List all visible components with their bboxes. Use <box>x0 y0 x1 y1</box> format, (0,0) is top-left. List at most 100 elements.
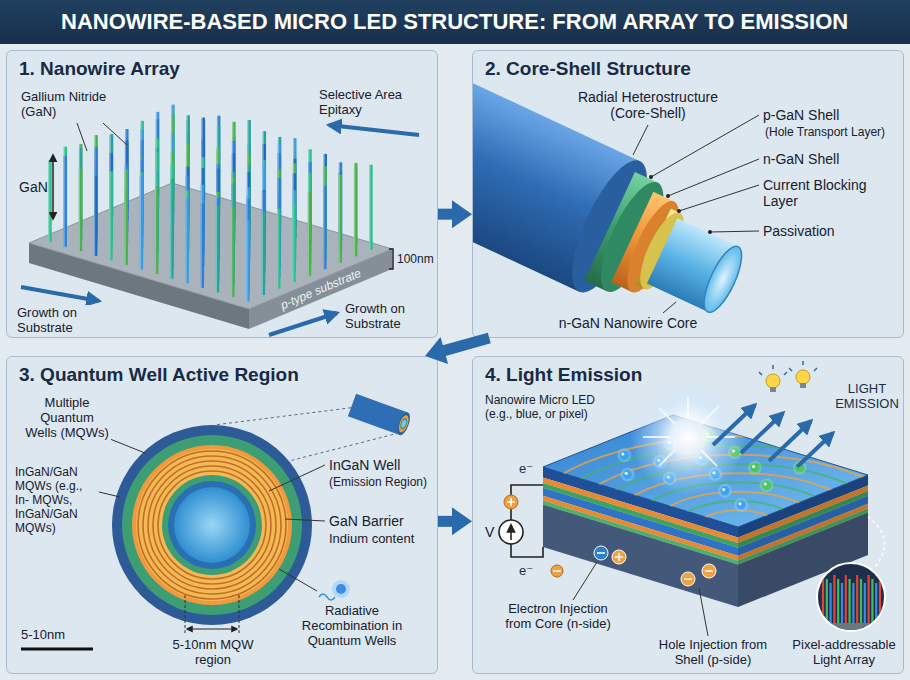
emission-glow <box>630 379 746 495</box>
nanowire <box>262 212 265 296</box>
electron-particle <box>594 546 608 560</box>
annotation-label: Electron Injection from Core (n-side) <box>499 601 617 631</box>
pixel-inset <box>817 563 885 631</box>
nanowire <box>124 186 127 265</box>
photon-glow <box>332 580 350 598</box>
nanowire-highlight <box>277 209 278 289</box>
annotation-label: Hole Injection from Shell (p-side) <box>643 637 783 667</box>
leader-dot <box>708 230 712 234</box>
pixel-wire <box>848 579 850 625</box>
panel-box: 4. Light EmissionNanowire Micro LED (e.g… <box>472 356 904 674</box>
nanowire-highlight <box>140 176 141 269</box>
leader-line <box>99 492 120 497</box>
carrier-highlight <box>764 482 767 485</box>
dimension-arrow <box>187 628 237 629</box>
nanowire <box>140 176 143 269</box>
annotation-label: GaN Barrier <box>329 513 404 529</box>
arrow-shaft <box>438 516 454 527</box>
glow-rays <box>701 450 717 466</box>
voltage-source <box>499 520 523 544</box>
leader-line <box>668 159 759 196</box>
bulb-icon <box>759 372 762 375</box>
plus-sign <box>507 498 515 506</box>
carrier-glow <box>748 461 762 475</box>
flow-arrow <box>425 337 489 364</box>
nanowire-highlight <box>262 212 263 296</box>
carrier-dot <box>620 451 629 460</box>
inner-ring <box>162 475 262 575</box>
carrier-highlight <box>722 488 725 491</box>
carrier-glow <box>718 484 732 498</box>
annotation-label: Pixel-addressable Light Array <box>788 637 900 667</box>
nanowire <box>94 176 97 256</box>
quantum-well-rings <box>148 461 276 589</box>
pixel-wire <box>879 575 881 625</box>
bulb-icon <box>784 372 787 375</box>
bulb-icon <box>800 383 806 388</box>
minus-sign <box>597 552 605 554</box>
nanowire-highlight <box>323 186 324 269</box>
carrier-dot <box>762 481 771 490</box>
annotation-label: Indium content <box>329 531 414 546</box>
nanowire-highlight <box>170 193 171 279</box>
pixel-wire <box>841 583 843 625</box>
bulb-icon <box>789 361 817 388</box>
minus-sign <box>705 570 713 572</box>
leader-line <box>77 123 87 151</box>
quantum-well-rings <box>143 456 281 594</box>
leader-line <box>633 125 648 155</box>
panel-box: 1. Nanowire ArrayGallium Nitride (GaN)Se… <box>6 50 438 338</box>
passivation-ring <box>112 425 312 625</box>
nanowire-highlight <box>308 192 309 276</box>
annotation-label: n-GaN Nanowire Core <box>543 315 713 331</box>
nanowire-highlight <box>109 172 110 260</box>
well-arc <box>654 492 822 563</box>
arrow-shaft <box>438 209 454 220</box>
nanowire <box>48 160 51 242</box>
pixel-wire <box>845 575 847 625</box>
annotation-label: n-GaN Shell <box>763 151 839 167</box>
inset-nanowire <box>400 419 406 428</box>
nanowire-highlight <box>79 169 80 251</box>
bulb-icon <box>759 365 787 392</box>
bulb-icon <box>814 368 817 371</box>
annotation-label: Growth on Substrate <box>17 305 109 335</box>
inset-nanowire <box>397 414 411 434</box>
pixel-wire <box>833 575 835 625</box>
annotation-label: e⁻ <box>519 461 533 476</box>
nanowire <box>109 172 112 260</box>
layer-band <box>543 505 738 607</box>
nanowire <box>155 186 158 274</box>
substrate-top <box>29 183 392 309</box>
leader-dot <box>677 209 681 213</box>
nanowire <box>292 203 295 282</box>
carrier-dot <box>750 463 759 472</box>
annotation-label: V <box>485 524 494 540</box>
bulb-icon <box>802 361 804 365</box>
glow-rays <box>659 408 675 424</box>
nanowire <box>79 169 82 251</box>
well-arc <box>632 482 844 571</box>
nanowire <box>308 192 311 276</box>
nanowire-highlight <box>369 165 370 250</box>
p-gan-ring <box>122 435 302 615</box>
glow-rays <box>643 397 735 466</box>
nanowire-highlight <box>339 174 340 262</box>
epitaxy-arrow <box>329 125 419 135</box>
leader-dot <box>666 194 670 198</box>
carrier-highlight <box>621 452 624 455</box>
arrow-head <box>452 200 472 228</box>
nanowire <box>64 156 67 247</box>
pixel-wire <box>822 575 824 625</box>
carrier-dot <box>623 470 632 479</box>
growth-arrow <box>269 313 337 335</box>
panel-box: 2. Core-Shell StructureRadial Heterostru… <box>472 50 904 338</box>
inner-ring <box>168 481 256 569</box>
pixel-base <box>813 623 893 633</box>
glow-rays <box>687 397 689 419</box>
inset-pointer <box>868 517 884 567</box>
minus-sign <box>553 570 561 572</box>
core-disc <box>174 487 250 563</box>
leader-line <box>679 185 759 211</box>
